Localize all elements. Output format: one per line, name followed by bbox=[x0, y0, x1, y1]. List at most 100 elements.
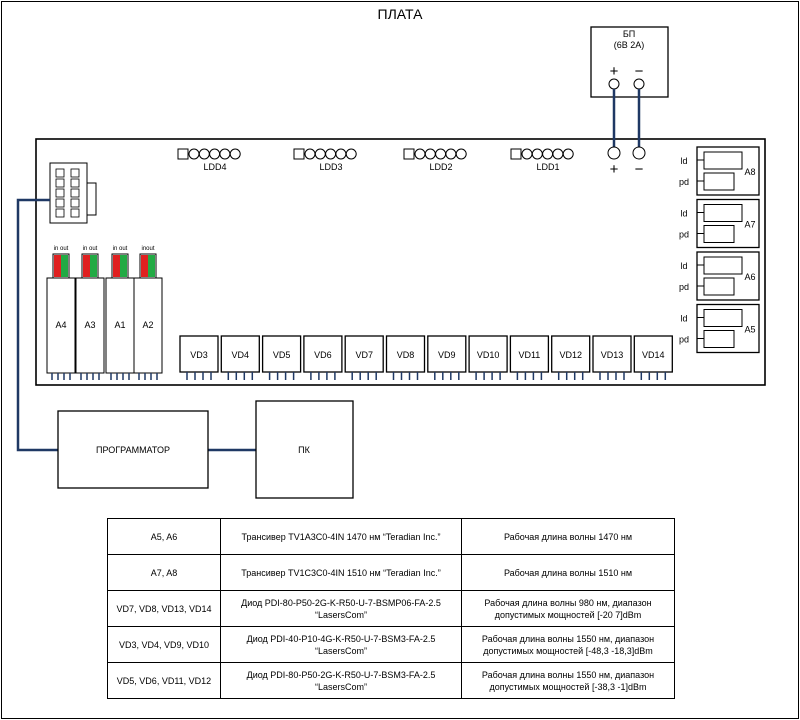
diode-body bbox=[220, 335, 260, 373]
diode-body bbox=[468, 335, 508, 373]
amp-body bbox=[133, 277, 163, 374]
transceiver-label: A5 bbox=[744, 325, 755, 335]
transceiver-ld-label: ld bbox=[680, 261, 687, 271]
diode-vd6: VD6 bbox=[303, 335, 343, 380]
red-led-icon bbox=[141, 255, 148, 277]
ldd-connector-ldd3: LDD3 bbox=[293, 148, 357, 172]
diode-vd5: VD5 bbox=[261, 335, 302, 380]
table-cell-part: Диод PDI-80-P50-2G-K-R50-U-7-BSMP06-FA-2… bbox=[220, 590, 462, 627]
diode-label: VD4 bbox=[232, 350, 250, 360]
diode-label: VD7 bbox=[355, 350, 373, 360]
power-supply-plus: + bbox=[610, 63, 619, 80]
programming-connector-key bbox=[86, 182, 97, 216]
green-led-icon bbox=[148, 255, 155, 277]
ldd-label: LDD3 bbox=[319, 162, 342, 172]
table-cell-description: Рабочая длина волны 1470 нм bbox=[461, 518, 675, 555]
red-led-icon bbox=[113, 255, 120, 277]
transceiver-pd-label: pd bbox=[679, 335, 689, 345]
transceiver-ld-port bbox=[703, 256, 743, 275]
ldd-round-pin bbox=[521, 148, 533, 160]
table-cell-part: Диод PDI-40-P10-4G-K-R50-U-7-BSM3-FA-2.5… bbox=[220, 626, 462, 663]
table-cell-description: Рабочая длина волны 1550 нм, диапазон до… bbox=[461, 626, 675, 663]
diode-label: VD3 bbox=[190, 350, 208, 360]
diode-vd13: VD13 bbox=[592, 335, 632, 380]
diode-label: VD5 bbox=[273, 350, 291, 360]
ldd-round-pin bbox=[455, 148, 467, 160]
table-cell-part: Трансивер TV1C3C0-4IN 1510 нм “Teradian … bbox=[220, 554, 462, 591]
table-cell-components: A7, A8 bbox=[107, 554, 221, 591]
ldd-label: LDD2 bbox=[429, 162, 452, 172]
table-cell-description: Рабочая длина волны 1550 нм, диапазон до… bbox=[461, 662, 675, 699]
programming-connector-pins bbox=[55, 168, 80, 218]
ldd-round-pin bbox=[435, 148, 447, 160]
diode-label: VD10 bbox=[477, 350, 500, 360]
power-supply-plus-terminal bbox=[608, 78, 620, 90]
diode-body bbox=[551, 335, 591, 373]
ldd-square-pin bbox=[293, 148, 305, 160]
transceiver-pd-label: pd bbox=[679, 177, 689, 187]
diode-vd10: VD10 bbox=[468, 335, 508, 380]
amp-body bbox=[105, 277, 135, 374]
diode-vd14: VD14 bbox=[633, 335, 673, 380]
diode-body bbox=[344, 335, 384, 373]
power-supply-minus-terminal bbox=[633, 78, 645, 90]
ldd-label: LDD1 bbox=[536, 162, 559, 172]
ldd-round-pin bbox=[552, 148, 564, 160]
table-cell-description: Рабочая длина волны 1510 нм bbox=[461, 554, 675, 591]
green-led-icon bbox=[120, 255, 127, 277]
ldd-round-pin bbox=[414, 148, 426, 160]
diode-body bbox=[179, 335, 219, 373]
ldd-round-pin bbox=[209, 148, 221, 160]
diode-label: VD12 bbox=[559, 350, 582, 360]
diode-label: VD14 bbox=[642, 350, 665, 360]
diode-vd9: VD9 bbox=[427, 335, 467, 380]
pc-label: ПК bbox=[298, 445, 310, 455]
amp-io-label: in out bbox=[83, 246, 98, 252]
table-cell-part: Диод PDI-80-P50-2G-K-R50-U-7-BSM3-FA-2.5… bbox=[220, 662, 462, 699]
red-led-icon bbox=[83, 255, 90, 277]
page-title: ПЛАТА bbox=[377, 6, 423, 22]
ldd-square-pin bbox=[177, 148, 189, 160]
transceiver-label: A8 bbox=[744, 167, 755, 177]
power-supply-minus: − bbox=[635, 63, 644, 80]
ldd-round-pin bbox=[198, 148, 210, 160]
green-led-icon bbox=[61, 255, 68, 277]
transceiver-ld-port bbox=[703, 204, 743, 222]
amp-body bbox=[75, 277, 105, 374]
diode-vd8: VD8 bbox=[385, 335, 426, 380]
diode-body bbox=[427, 335, 467, 373]
ldd-round-pin bbox=[325, 148, 337, 160]
diode-vd11: VD11 bbox=[509, 335, 550, 380]
table-cell-part: Трансивер TV1A3C0-4IN 1470 нм “Teradian … bbox=[220, 518, 462, 555]
diode-body bbox=[303, 335, 343, 373]
table-cell-components: VD3, VD4, VD9, VD10 bbox=[107, 626, 221, 663]
ldd-round-pin bbox=[188, 148, 200, 160]
ldd-connector-ldd1: LDD1 bbox=[510, 148, 574, 172]
diode-body bbox=[509, 335, 550, 373]
amp-label: A4 bbox=[55, 320, 66, 330]
amp-label: A1 bbox=[114, 320, 125, 330]
pc-box bbox=[255, 400, 354, 499]
ldd-square-pin bbox=[403, 148, 415, 160]
ldd-round-pin bbox=[229, 148, 241, 160]
ldd-round-pin bbox=[335, 148, 347, 160]
amp-io-label: in out bbox=[54, 246, 69, 252]
transceiver-label: A6 bbox=[744, 272, 755, 282]
table-cell-components: VD5, VD6, VD11, VD12 bbox=[107, 662, 221, 699]
diode-body bbox=[385, 335, 426, 373]
ldd-square-pin bbox=[510, 148, 522, 160]
transceiver-pd-port bbox=[703, 277, 735, 296]
programmer-wire bbox=[16, 198, 58, 452]
programmer-label: ПРОГРАММАТОР bbox=[96, 445, 170, 455]
ldd-connector-ldd4: LDD4 bbox=[177, 148, 241, 172]
